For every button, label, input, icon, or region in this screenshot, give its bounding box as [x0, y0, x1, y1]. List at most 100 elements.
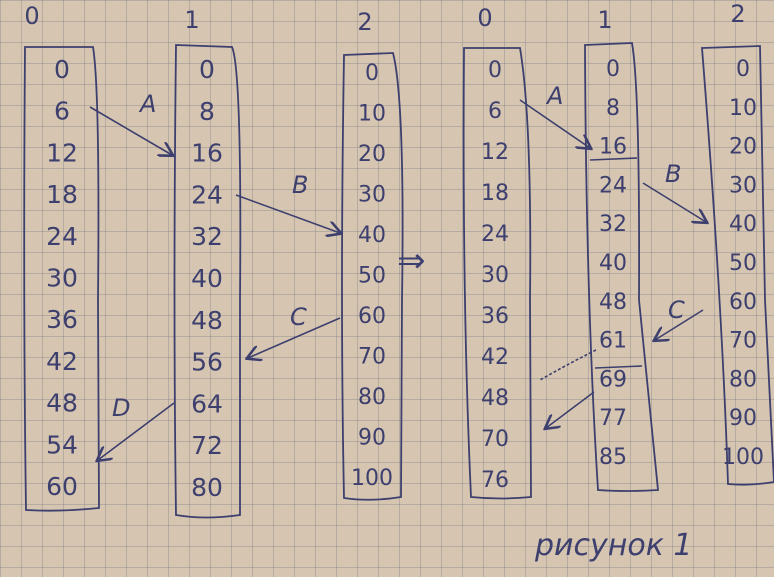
right-col2-values: 0 10 20 30 40 50 60 70 80 90 100 — [722, 57, 764, 470]
right-col1-value-4: 32 — [599, 212, 627, 237]
right-col1-value-5: 40 — [599, 251, 627, 276]
label-right-c: C — [668, 296, 685, 324]
left-col1-value-4: 32 — [191, 222, 223, 251]
left-col0-value-10: 60 — [46, 472, 78, 501]
left-col0-value-9: 54 — [46, 430, 78, 459]
left-col1-box — [173, 44, 242, 519]
right-col0-value-6: 36 — [481, 304, 509, 329]
header-right-0: 0 — [477, 4, 492, 32]
label-left-a: A — [138, 90, 156, 118]
left-col1-value-8: 64 — [191, 389, 223, 418]
left-col2-value-9: 90 — [358, 426, 386, 451]
left-col2-value-7: 70 — [358, 345, 386, 370]
right-col2-value-9: 90 — [729, 406, 757, 431]
right-col2-value-8: 80 — [729, 367, 757, 392]
left-col0-value-8: 48 — [46, 389, 78, 418]
arrow-left-a — [89, 106, 172, 155]
right-col2-value-4: 40 — [729, 212, 757, 237]
right-col0-value-1: 6 — [488, 99, 502, 124]
left-col1-value-0: 0 — [199, 55, 215, 84]
right-col1-value-2: 16 — [599, 135, 627, 160]
left-col2-value-4: 40 — [358, 223, 386, 248]
left-col2-value-2: 20 — [358, 142, 386, 167]
right-col1-value-0: 0 — [606, 57, 620, 82]
left-col1-value-1: 8 — [199, 97, 215, 126]
right-col1-value-9: 77 — [599, 406, 627, 431]
right-col1-value-3: 24 — [599, 173, 627, 198]
arrow-right-squiggle — [539, 349, 597, 381]
label-left-b: B — [292, 171, 308, 199]
right-col1-value-8: 69 — [599, 367, 627, 392]
left-col0-value-7: 42 — [46, 347, 78, 376]
left-col1-value-7: 56 — [191, 348, 223, 377]
divider-1 — [589, 157, 638, 161]
right-col2-value-2: 20 — [729, 135, 757, 160]
left-col0-value-2: 12 — [46, 138, 78, 167]
implies-arrow: ⇒ — [397, 241, 426, 281]
right-col0-value-3: 18 — [481, 181, 509, 206]
arrow-right-d — [546, 391, 595, 428]
left-col1-value-6: 48 — [191, 306, 223, 335]
header-left-2: 2 — [357, 8, 372, 36]
left-col1-value-9: 72 — [191, 431, 223, 460]
label-left-d: D — [112, 394, 130, 422]
right-col1-value-7: 61 — [599, 329, 627, 354]
left-col1-value-10: 80 — [191, 473, 223, 502]
caption: рисунок 1 — [534, 528, 693, 563]
left-col2-value-3: 30 — [358, 183, 386, 208]
header-left-0: 0 — [24, 2, 39, 30]
label-left-c: C — [290, 303, 307, 331]
arrow-right-b — [642, 182, 706, 222]
left-col1-value-2: 16 — [191, 139, 223, 168]
divider-2 — [594, 365, 643, 369]
right-col2-value-5: 50 — [729, 251, 757, 276]
right-col2-value-0: 0 — [736, 57, 750, 82]
right-col1-values: 0 8 16 24 32 40 48 61 69 77 85 — [599, 57, 627, 470]
header-right-1: 1 — [597, 6, 612, 34]
arrow-left-c — [248, 317, 341, 358]
right-col1-value-10: 85 — [599, 445, 627, 470]
right-col2-value-6: 60 — [729, 290, 757, 315]
right-col1-value-1: 8 — [606, 96, 620, 121]
left-col1-value-5: 40 — [191, 264, 223, 293]
left-col2-value-6: 60 — [358, 304, 386, 329]
left-col2-value-1: 10 — [358, 102, 386, 127]
left-col2-value-5: 50 — [358, 264, 386, 289]
right-col1-value-6: 48 — [599, 290, 627, 315]
right-col0-value-9: 70 — [481, 427, 509, 452]
right-col1-box — [584, 42, 659, 492]
right-col0-values: 0 6 12 18 24 30 36 42 48 70 76 — [481, 58, 509, 493]
left-col0-value-4: 24 — [46, 222, 78, 251]
right-col0-value-10: 76 — [481, 468, 509, 493]
left-col1-values: 0 8 16 24 32 40 48 56 64 72 80 — [191, 55, 223, 502]
arrow-right-a — [519, 99, 590, 148]
left-col0-value-6: 36 — [46, 305, 78, 334]
left-col1-value-3: 24 — [191, 180, 223, 209]
arrow-right-c — [655, 309, 704, 340]
right-col2-value-7: 70 — [729, 329, 757, 354]
right-col0-box — [462, 47, 532, 500]
left-col2-value-8: 80 — [358, 385, 386, 410]
left-col2-value-10: 100 — [351, 466, 393, 491]
left-col0-value-3: 18 — [46, 180, 78, 209]
right-col2-box — [701, 45, 774, 486]
right-col0-value-0: 0 — [488, 58, 502, 83]
left-col0-value-0: 0 — [54, 55, 70, 84]
right-col0-value-8: 48 — [481, 386, 509, 411]
label-right-b: B — [665, 160, 681, 188]
right-col2-value-3: 30 — [729, 173, 757, 198]
right-col0-value-5: 30 — [481, 263, 509, 288]
left-col0-box — [23, 46, 100, 512]
header-right-2: 2 — [730, 0, 745, 28]
header-left-1: 1 — [184, 6, 199, 34]
right-col0-value-7: 42 — [481, 345, 509, 370]
right-col0-value-4: 24 — [481, 222, 509, 247]
right-col2-value-10: 100 — [722, 445, 764, 470]
arrow-left-b — [235, 194, 340, 233]
right-col0-value-2: 12 — [481, 140, 509, 165]
left-col0-value-1: 6 — [54, 97, 70, 126]
right-col2-value-1: 10 — [729, 96, 757, 121]
